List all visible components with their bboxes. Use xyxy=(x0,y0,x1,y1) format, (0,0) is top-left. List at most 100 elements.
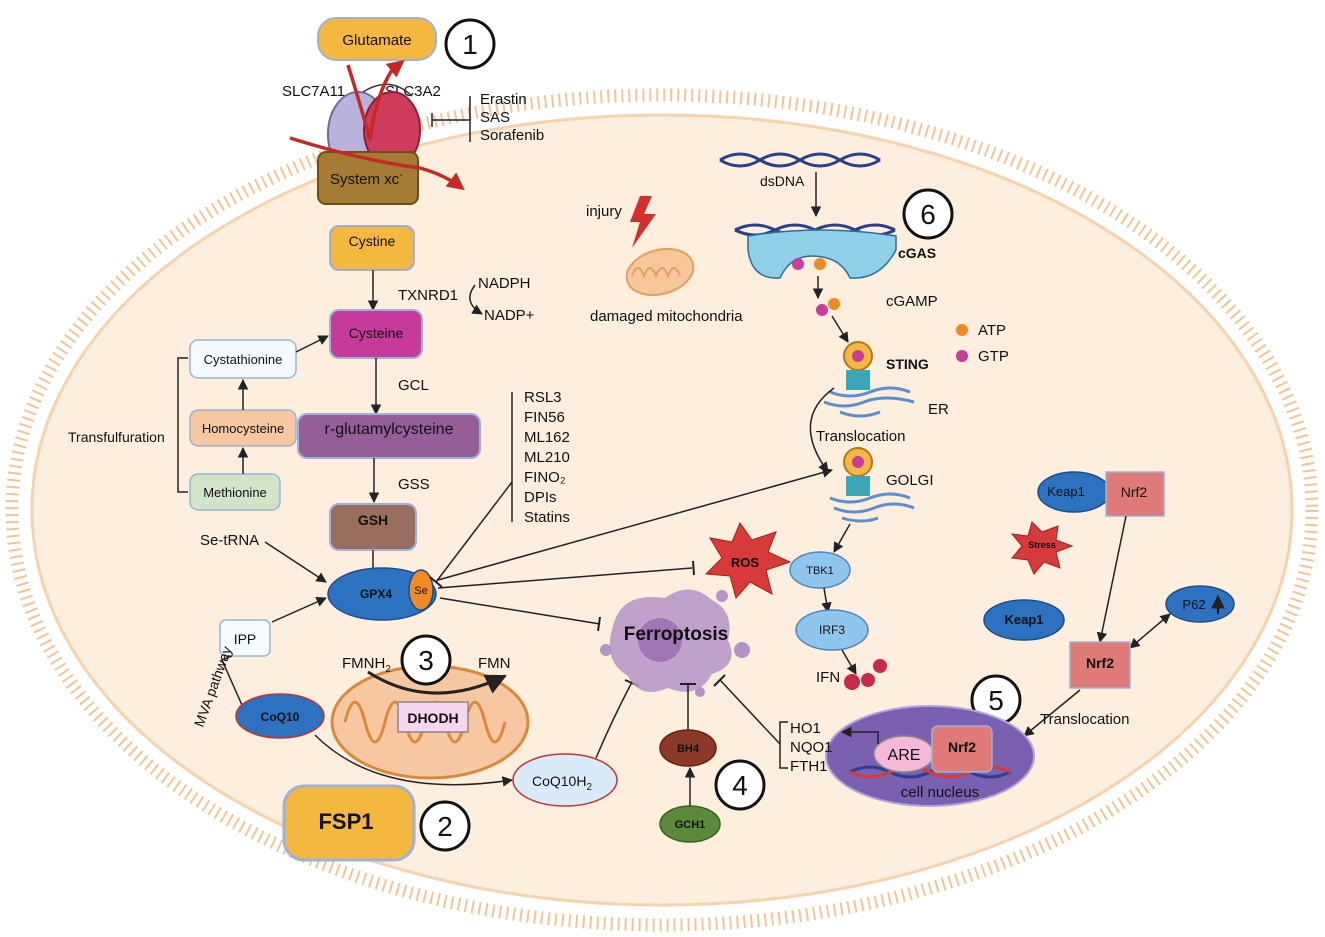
number-4: 4 xyxy=(732,770,748,801)
sting-label: STING xyxy=(886,356,929,372)
golgi-label: GOLGI xyxy=(886,472,934,489)
tbk1-oval xyxy=(789,551,851,589)
ml210-label: ML210 xyxy=(524,449,570,466)
fino2-label: FINO₂ xyxy=(524,469,566,486)
se-trna-label: Se-tRNA xyxy=(200,532,259,549)
keap1-label-top: Keap1 xyxy=(1047,484,1085,499)
gch1-label: GCH1 xyxy=(675,819,706,831)
sting-er-icon xyxy=(823,341,915,418)
gtp-legend-dot xyxy=(956,350,968,362)
translocation-label-sting: Translocation xyxy=(816,428,906,445)
keap1-label-free: Keap1 xyxy=(1004,612,1043,627)
bh4-label: BH4 xyxy=(677,743,700,755)
dpis-label: DPIs xyxy=(524,489,557,506)
fmnh2-to-fmn-arrow xyxy=(367,670,507,695)
injury-bolt-icon xyxy=(630,196,656,248)
number-5: 5 xyxy=(988,685,1004,716)
p62-to-nrf2-arrow xyxy=(1129,613,1171,649)
number-2: 2 xyxy=(437,811,453,842)
glutamate-label: Glutamate xyxy=(342,32,411,49)
ipp-box xyxy=(219,619,271,657)
dsdna-top-helix xyxy=(719,152,881,168)
transsulfuration-bracket xyxy=(177,357,188,493)
cysteine-label: Cysteine xyxy=(349,325,404,341)
gtp-legend-label: GTP xyxy=(978,348,1009,365)
nrf2-label-nucleus: Nrf2 xyxy=(948,739,976,755)
golgi-to-tbk1-arrow xyxy=(833,523,851,553)
sting-translocation-arrow xyxy=(809,387,835,473)
se-label: Se xyxy=(414,585,427,597)
cgas-label: cGAS xyxy=(898,245,936,261)
er-label: ER xyxy=(928,401,949,418)
ho1-label: HO1 xyxy=(790,720,821,737)
number-2-badge xyxy=(419,800,471,852)
atp-legend-label: ATP xyxy=(978,322,1006,339)
ipp-label: IPP xyxy=(234,631,257,647)
rsl3-label: RSL3 xyxy=(524,389,562,406)
ifn-dot-3 xyxy=(873,659,887,673)
cell-nucleus-label: cell nucleus xyxy=(901,784,979,801)
se-oval xyxy=(408,569,434,611)
sting-golgi-icon xyxy=(829,447,915,523)
gpx4-ferroptosis-tbar xyxy=(597,616,601,632)
glutamate-export-arrow xyxy=(346,59,405,141)
dsdna-label: dsDNA xyxy=(760,173,805,189)
txnrd1-label: TXNRD1 xyxy=(398,287,458,304)
gpx4-to-golgi-arrow xyxy=(437,467,834,581)
coq10h2-inhibits-ferroptosis xyxy=(595,681,633,759)
nadph-conversion-arrow xyxy=(469,284,483,315)
number-6-badge xyxy=(902,188,954,240)
cgas-atp-dot xyxy=(814,258,826,270)
number-1-badge xyxy=(444,18,496,70)
erastin-label: Erastin xyxy=(480,91,527,108)
ferroptosis-cell-graphic xyxy=(600,589,750,697)
number-6: 6 xyxy=(920,199,936,230)
number-3: 3 xyxy=(418,645,434,676)
gsh-label: GSH xyxy=(358,512,388,528)
nrf2-release-arrow xyxy=(1096,515,1127,644)
gpx4-inhibits-ferroptosis xyxy=(439,597,601,625)
system-xc-label: System xc- xyxy=(330,170,403,188)
irf3-oval xyxy=(795,609,869,651)
fmnh2-label: FMNH2 xyxy=(342,655,391,675)
coq10-oval xyxy=(235,693,325,739)
cgamp-gtp-dot xyxy=(816,304,828,316)
injury-label: injury xyxy=(586,203,622,220)
cystathionine-to-cysteine-arrow xyxy=(295,335,329,353)
fin56-label: FIN56 xyxy=(524,409,565,426)
nadph-label: NADPH xyxy=(478,275,531,292)
gpx4-inhibits-ros xyxy=(437,567,693,589)
fsp1-box xyxy=(282,784,416,862)
targets-bracket xyxy=(719,679,788,769)
homocysteine-label: Homocysteine xyxy=(202,421,284,436)
p62-label: P62 xyxy=(1182,597,1205,612)
ifn-dot-1 xyxy=(844,674,860,690)
fmn-label: FMN xyxy=(478,655,511,672)
glutamylcysteine-box xyxy=(297,413,481,459)
gss-label: GSS xyxy=(398,476,430,493)
damaged-mitochondria-icon xyxy=(625,247,695,297)
nrf2-box-free xyxy=(1069,641,1131,689)
fth1-label: FTH1 xyxy=(790,758,828,775)
statins-label: Statins xyxy=(524,509,570,526)
se-trna-arrow xyxy=(264,541,327,583)
cystine-import-arrow xyxy=(289,136,465,191)
cgas-gtp-dot xyxy=(792,258,804,270)
ifn-dot-2 xyxy=(861,673,875,687)
coq10-reduction-arrow xyxy=(314,734,514,787)
nrf2-box-top xyxy=(1105,471,1165,517)
cystathionine-box xyxy=(189,339,297,379)
dhodh-box xyxy=(397,701,469,733)
glutamate-box xyxy=(317,17,437,61)
nrf2-box-nucleus xyxy=(931,725,993,773)
gpx4-inhibitor-tbar xyxy=(429,576,443,588)
cgamp-atp-dot xyxy=(828,298,840,310)
gpx4-oval xyxy=(327,567,437,621)
number-1: 1 xyxy=(462,29,478,60)
erastin-inhibitor-bracket xyxy=(431,96,471,142)
methionine-label: Methionine xyxy=(203,485,267,500)
fsp1-label: FSP1 xyxy=(318,809,373,834)
cystine-box xyxy=(329,225,415,271)
